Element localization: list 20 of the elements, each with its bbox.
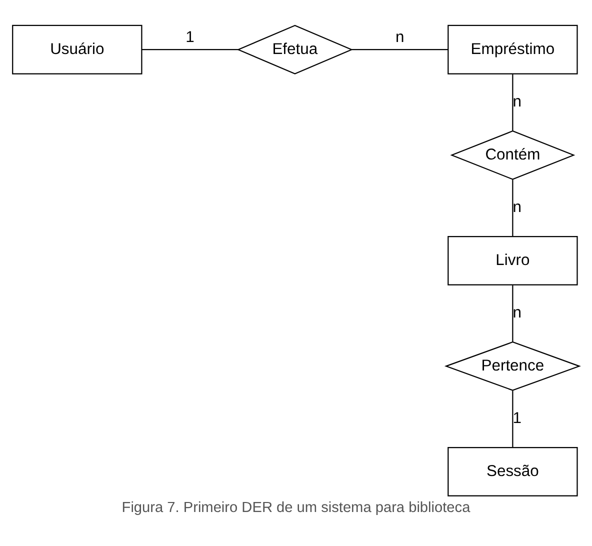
connector	[512, 390, 514, 448]
node-box: Empréstimo	[448, 24, 578, 74]
node-diamond: Contém	[450, 130, 576, 180]
node-diamond: Pertence	[444, 341, 581, 391]
connector	[352, 49, 448, 50]
edge-label: n	[512, 94, 522, 111]
edge-label: 1	[512, 410, 522, 428]
edge-label: 1	[186, 28, 194, 46]
node-box: Usuário	[12, 24, 142, 74]
connector	[512, 180, 514, 236]
node-box: Livro	[448, 236, 578, 286]
connector	[142, 49, 238, 50]
edge-label: n	[512, 199, 522, 216]
caption: Figura 7. Primeiro DER de um sistema para biblioteca	[122, 500, 470, 516]
node-diamond: Efetua	[236, 24, 354, 74]
edge-label: n	[512, 304, 522, 322]
edge-label: n	[396, 28, 404, 46]
connector	[512, 285, 514, 342]
connector	[512, 74, 514, 131]
node-box: Sessão	[448, 447, 578, 496]
